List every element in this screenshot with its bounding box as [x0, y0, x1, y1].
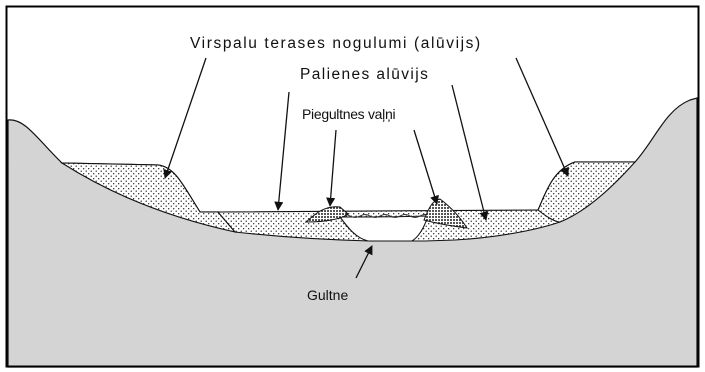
label-channel: Gultne: [307, 288, 348, 302]
arrow-levee-right: [414, 130, 437, 204]
arrow-terrace-left: [165, 58, 206, 178]
arrow-floodplain-right: [452, 85, 486, 220]
arrow-floodplain-left: [278, 92, 289, 210]
label-floodplain-alluvium: Palienes alūvijs: [300, 67, 429, 83]
arrow-levee-left: [330, 130, 336, 206]
label-terrace-deposits: Virspalu terases nogulumi (alūvijs): [190, 36, 482, 52]
arrow-terrace-right: [516, 58, 568, 176]
label-natural-levees: Piegultnes vaļņi: [302, 107, 395, 121]
